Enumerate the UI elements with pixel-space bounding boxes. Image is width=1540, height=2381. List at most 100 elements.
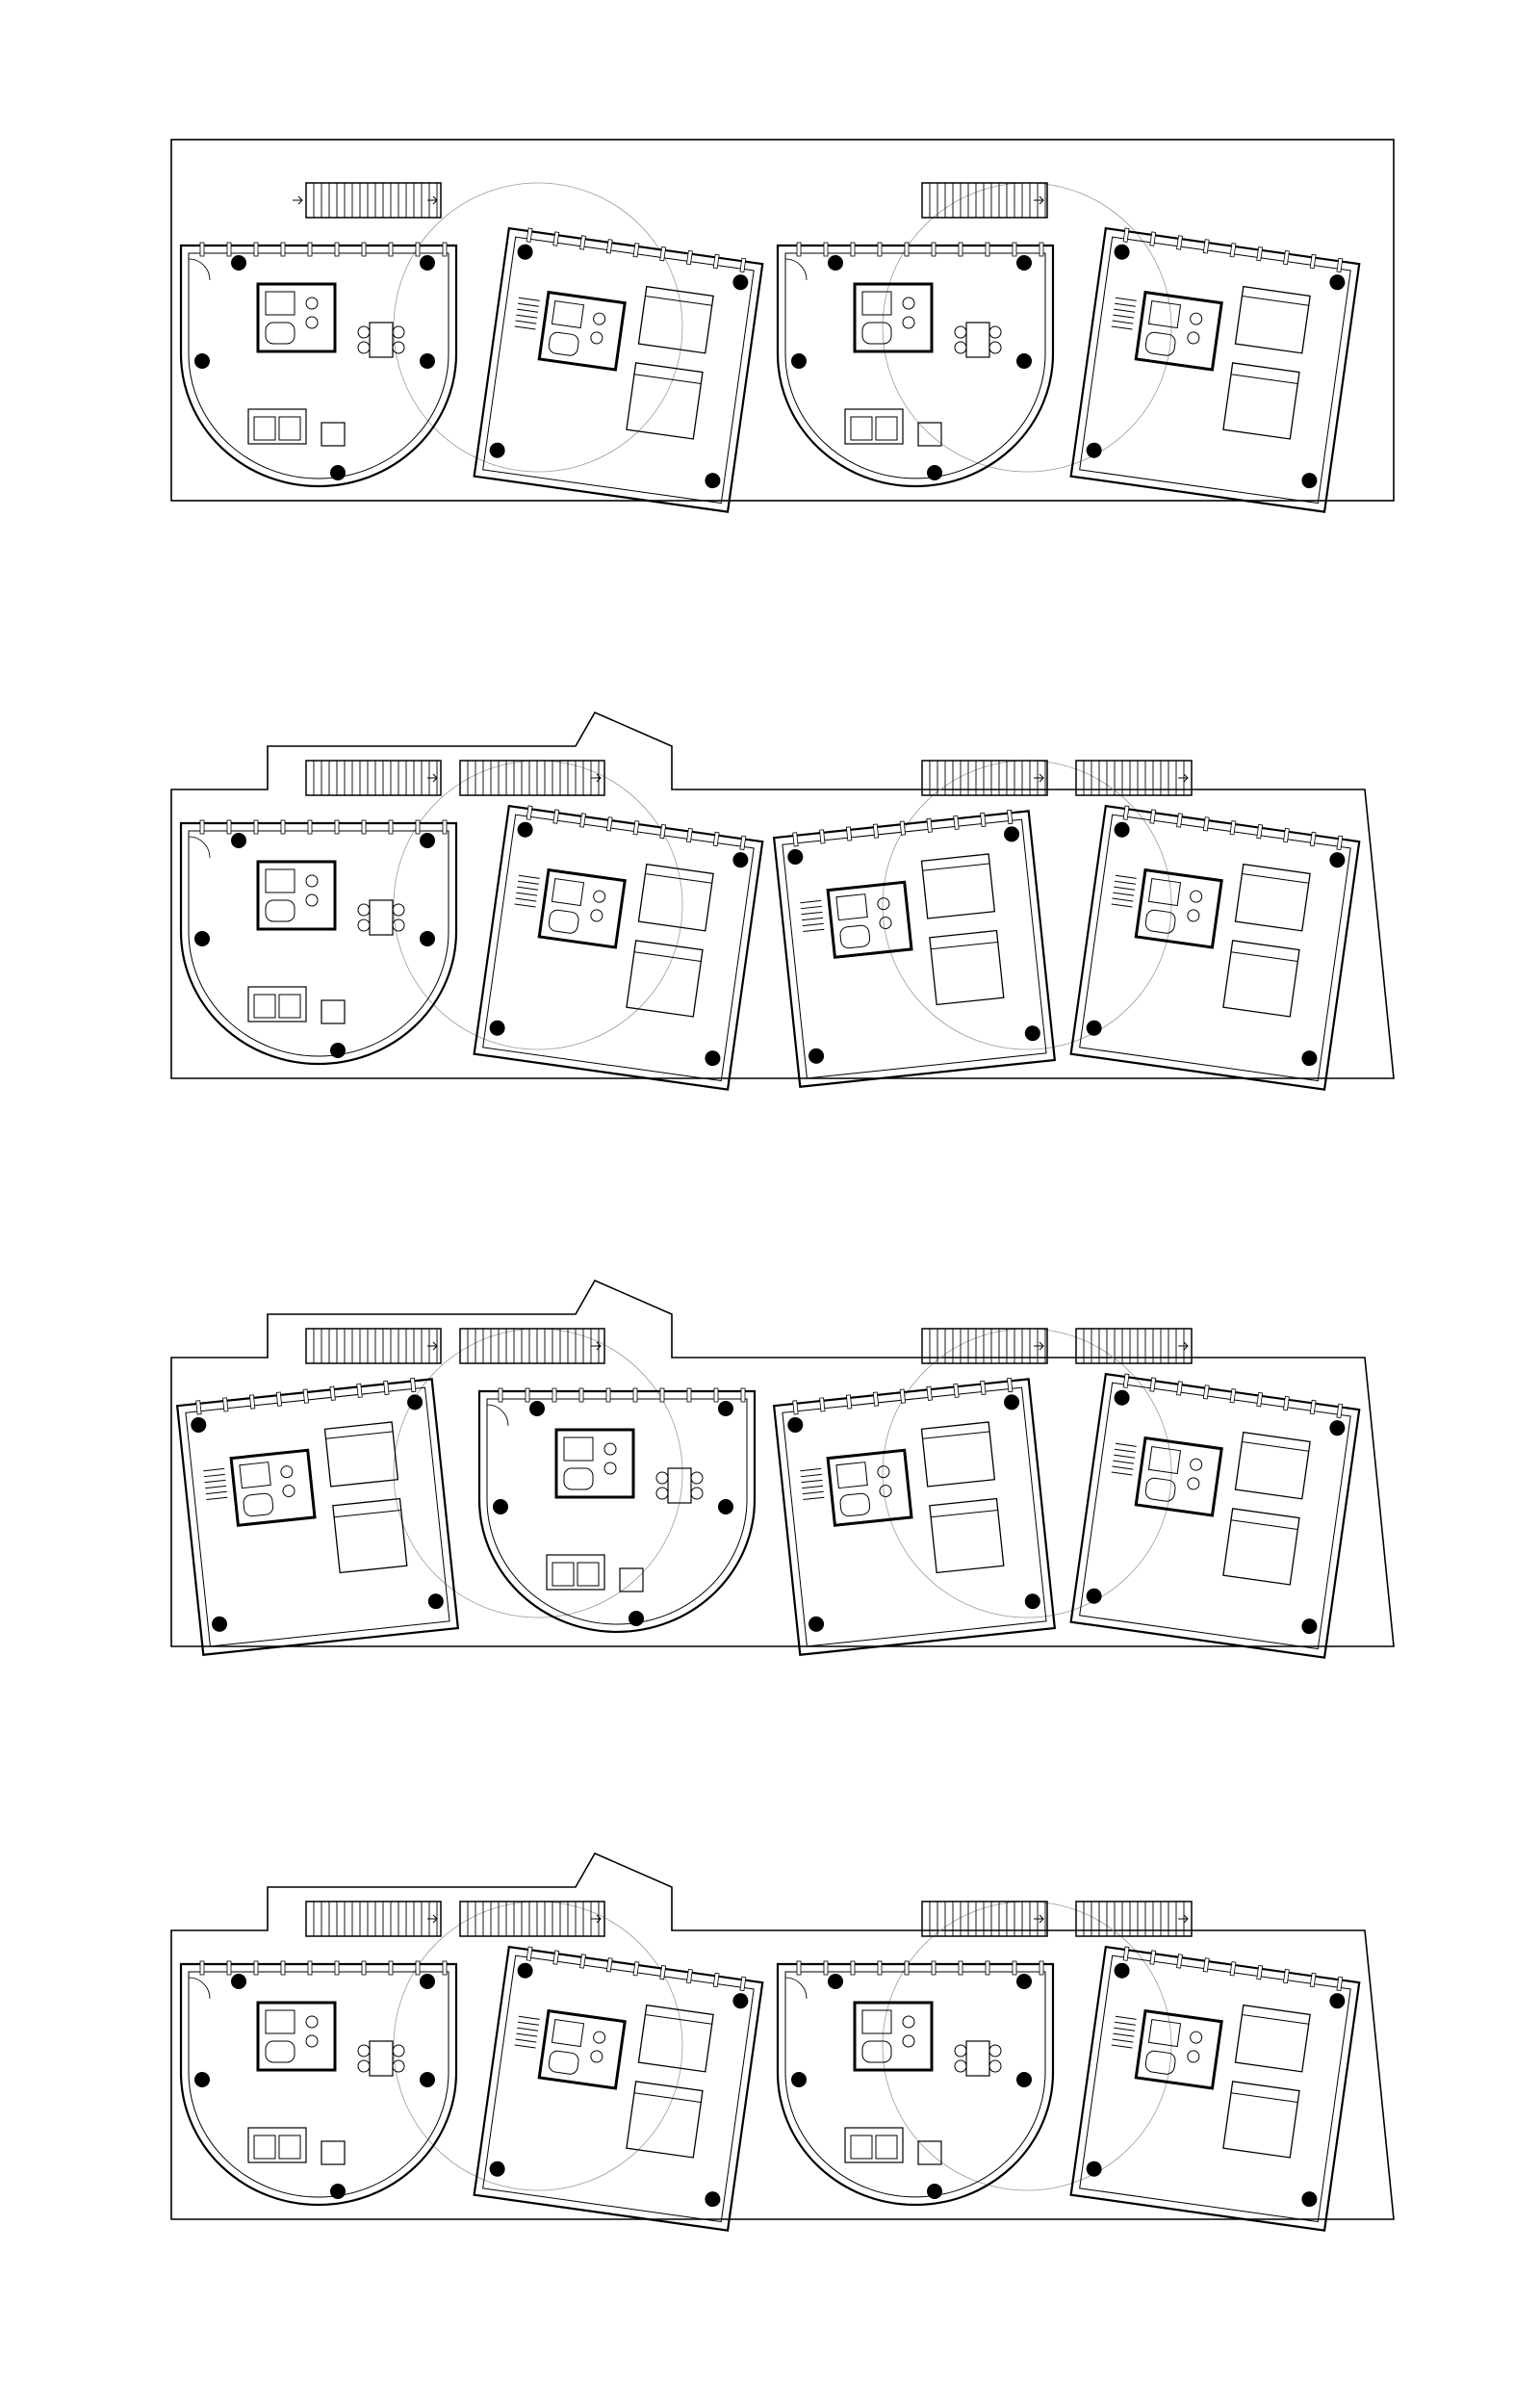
column	[517, 821, 533, 838]
unit-rect	[772, 809, 1057, 1088]
closet-hangers	[1115, 2015, 1137, 2020]
column	[1114, 1962, 1130, 1979]
unit-round	[179, 242, 458, 488]
column	[517, 1962, 533, 1979]
closet-hangers	[800, 899, 822, 904]
closet-hangers	[514, 2044, 536, 2049]
site-boundary	[170, 1851, 1395, 2220]
closet-hangers	[517, 308, 539, 313]
unit-wall	[772, 810, 1057, 1088]
unit-wall	[1069, 226, 1361, 513]
closet-hangers	[800, 905, 822, 910]
closet-hangers	[1114, 2021, 1136, 2026]
closet-hangers	[1111, 2044, 1133, 2049]
sofa	[247, 986, 346, 1024]
stair	[305, 1901, 442, 1937]
guide-circle	[393, 1901, 683, 2191]
kitchen-core	[554, 1428, 635, 1499]
column	[1329, 1420, 1346, 1436]
dining-table	[655, 1467, 704, 1504]
stair	[1075, 1901, 1193, 1937]
closet-hangers	[204, 1479, 226, 1484]
unit-wall	[179, 1962, 458, 2207]
stair	[305, 760, 442, 796]
door-swing	[188, 258, 211, 281]
closet-hangers	[801, 911, 823, 916]
closet-hangers	[1112, 1465, 1134, 1470]
unit-rect	[175, 1377, 460, 1656]
closet-hangers	[517, 302, 539, 307]
unit-wall	[175, 1378, 460, 1656]
closet-hangers	[517, 2021, 539, 2026]
closet-hangers	[1114, 886, 1136, 891]
stair	[459, 760, 605, 796]
guide-circle	[393, 760, 683, 1050]
guide-circle	[393, 182, 683, 473]
kitchen-core	[229, 1448, 317, 1527]
column	[732, 274, 749, 291]
door-swing	[188, 836, 211, 859]
closet-hangers	[516, 314, 538, 319]
door-swing	[486, 1404, 509, 1427]
floor-plan-2	[170, 711, 1395, 1091]
closet-hangers	[1114, 2027, 1136, 2032]
kitchen-core	[1134, 2008, 1223, 2090]
unit-rect	[473, 226, 764, 513]
column	[194, 2072, 210, 2087]
column	[529, 1401, 545, 1416]
closet-hangers	[517, 2027, 539, 2032]
unit-wall	[473, 226, 764, 513]
unit-wall	[477, 1389, 757, 1634]
column	[420, 353, 435, 369]
closet-hangers	[1111, 903, 1133, 908]
closet-hangers	[1112, 897, 1134, 902]
closet-hangers	[1115, 874, 1137, 879]
floor-plan-4	[170, 1851, 1395, 2232]
column	[517, 244, 533, 260]
closet-hangers	[1115, 1442, 1137, 1447]
unit-rect	[1069, 804, 1361, 1091]
closet-hangers	[1113, 314, 1135, 319]
closet-hangers	[205, 1490, 227, 1495]
column	[828, 255, 843, 271]
column	[493, 1499, 508, 1514]
beds	[1222, 863, 1311, 1018]
column	[489, 2161, 505, 2177]
closet-hangers	[802, 917, 824, 921]
column	[718, 1499, 733, 1514]
unit-wall	[1069, 1945, 1361, 2232]
stair	[921, 1901, 1048, 1937]
unit-rect	[1069, 226, 1361, 513]
stair	[921, 1328, 1048, 1364]
sofa	[844, 2127, 942, 2165]
closet-hangers	[800, 1473, 822, 1478]
column	[1016, 1974, 1032, 1989]
column	[1114, 821, 1130, 838]
closet-hangers	[802, 922, 824, 927]
floor-plan-3	[170, 1279, 1395, 1659]
closet-hangers	[1113, 2032, 1135, 2037]
closet-hangers	[514, 903, 536, 908]
guide-circle	[393, 1328, 683, 1618]
dining-table	[954, 2040, 1002, 2077]
column	[427, 1593, 444, 1610]
closet-hangers	[800, 1467, 822, 1472]
closet-hangers	[1114, 1448, 1136, 1453]
kitchen-core	[853, 282, 934, 353]
unit-rect	[772, 1377, 1057, 1656]
kitchen-core	[826, 1448, 913, 1527]
unit-rect	[473, 1945, 764, 2232]
closet-hangers	[1114, 1454, 1136, 1459]
column	[808, 1616, 825, 1632]
beds	[920, 853, 1005, 1006]
stair	[459, 1328, 605, 1364]
closet-hangers	[802, 1485, 824, 1489]
stair	[459, 1901, 605, 1937]
column	[191, 1416, 207, 1433]
site-boundary	[170, 1279, 1395, 1647]
unit-rect	[1069, 1945, 1361, 2232]
column	[1329, 1993, 1346, 2009]
closet-hangers	[516, 892, 538, 896]
column	[231, 833, 246, 848]
closet-hangers	[206, 1496, 228, 1501]
